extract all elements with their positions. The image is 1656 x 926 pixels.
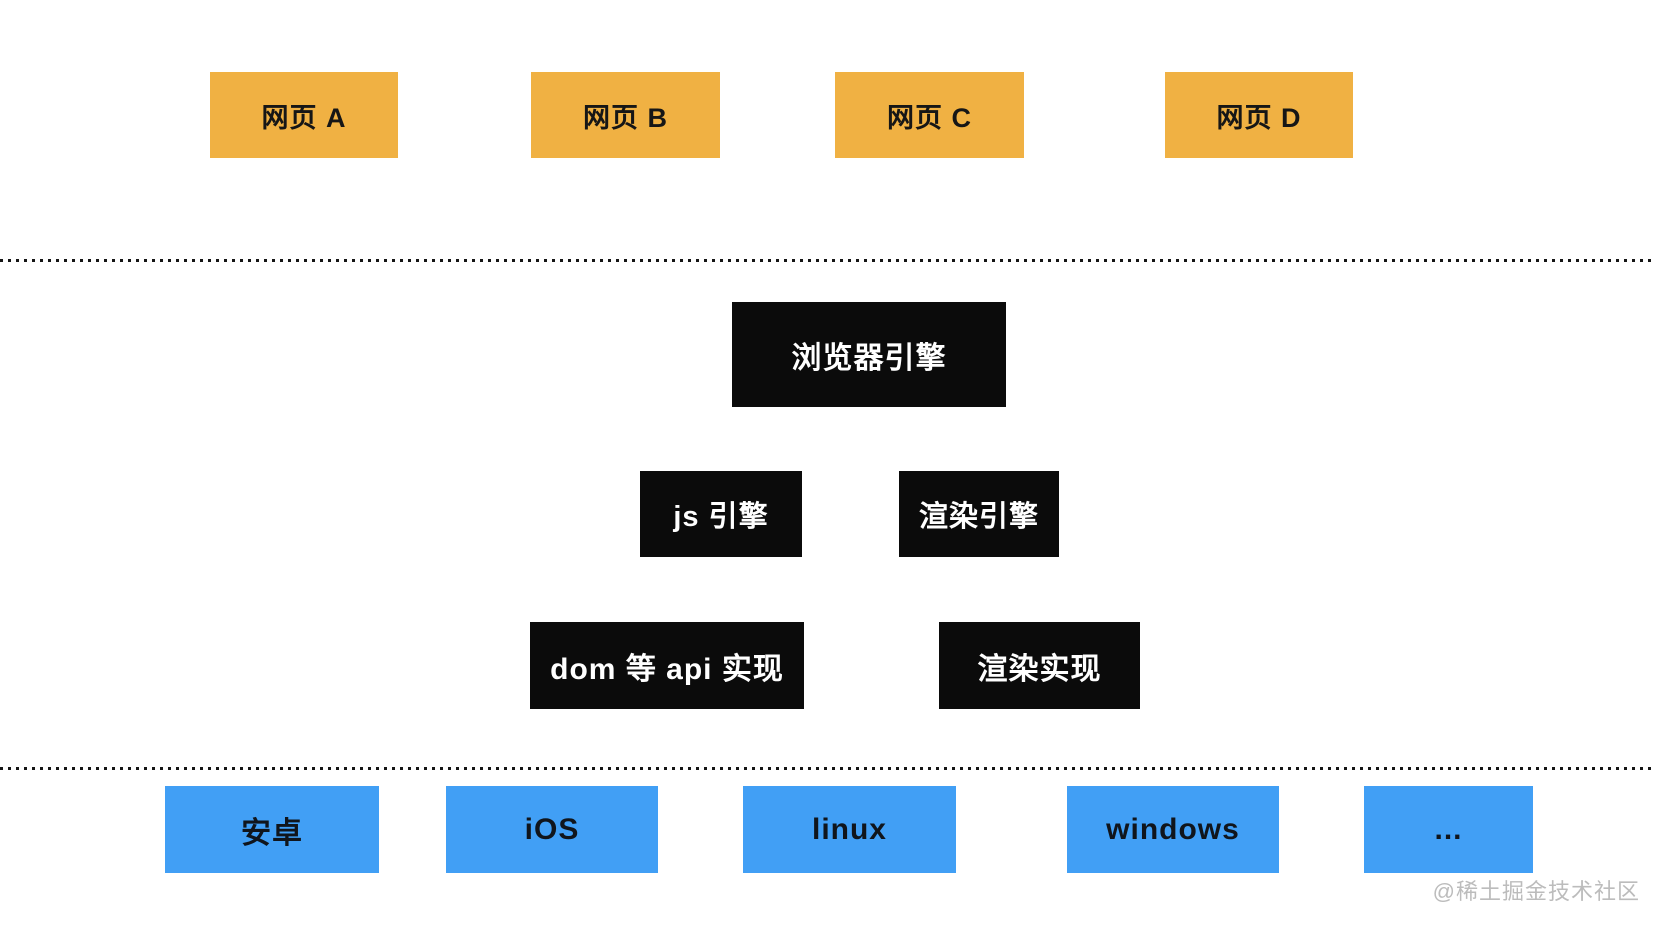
render-engine-box: 渲染引擎 <box>899 471 1059 557</box>
separator-top-dotted-line <box>0 259 1656 262</box>
js-engine-box: js 引擎 <box>640 471 802 557</box>
platform-more-box: ... <box>1364 786 1533 873</box>
render-implementation-box: 渲染实现 <box>939 622 1140 709</box>
platform-linux-box: linux <box>743 786 956 873</box>
platform-windows-box: windows <box>1067 786 1279 873</box>
webpage-a-box: 网页 A <box>210 72 398 158</box>
dom-api-implementation-box: dom 等 api 实现 <box>530 622 804 709</box>
webpage-c-box: 网页 C <box>835 72 1024 158</box>
webpage-d-box: 网页 D <box>1165 72 1353 158</box>
juejin-watermark: @稀土掘金技术社区 <box>1432 879 1640 904</box>
webpage-b-box: 网页 B <box>531 72 720 158</box>
platform-ios-box: iOS <box>446 786 658 873</box>
platform-android-box: 安卓 <box>165 786 379 873</box>
browser-engine-box: 浏览器引擎 <box>732 302 1006 407</box>
separator-bottom-dotted-line <box>0 767 1656 770</box>
